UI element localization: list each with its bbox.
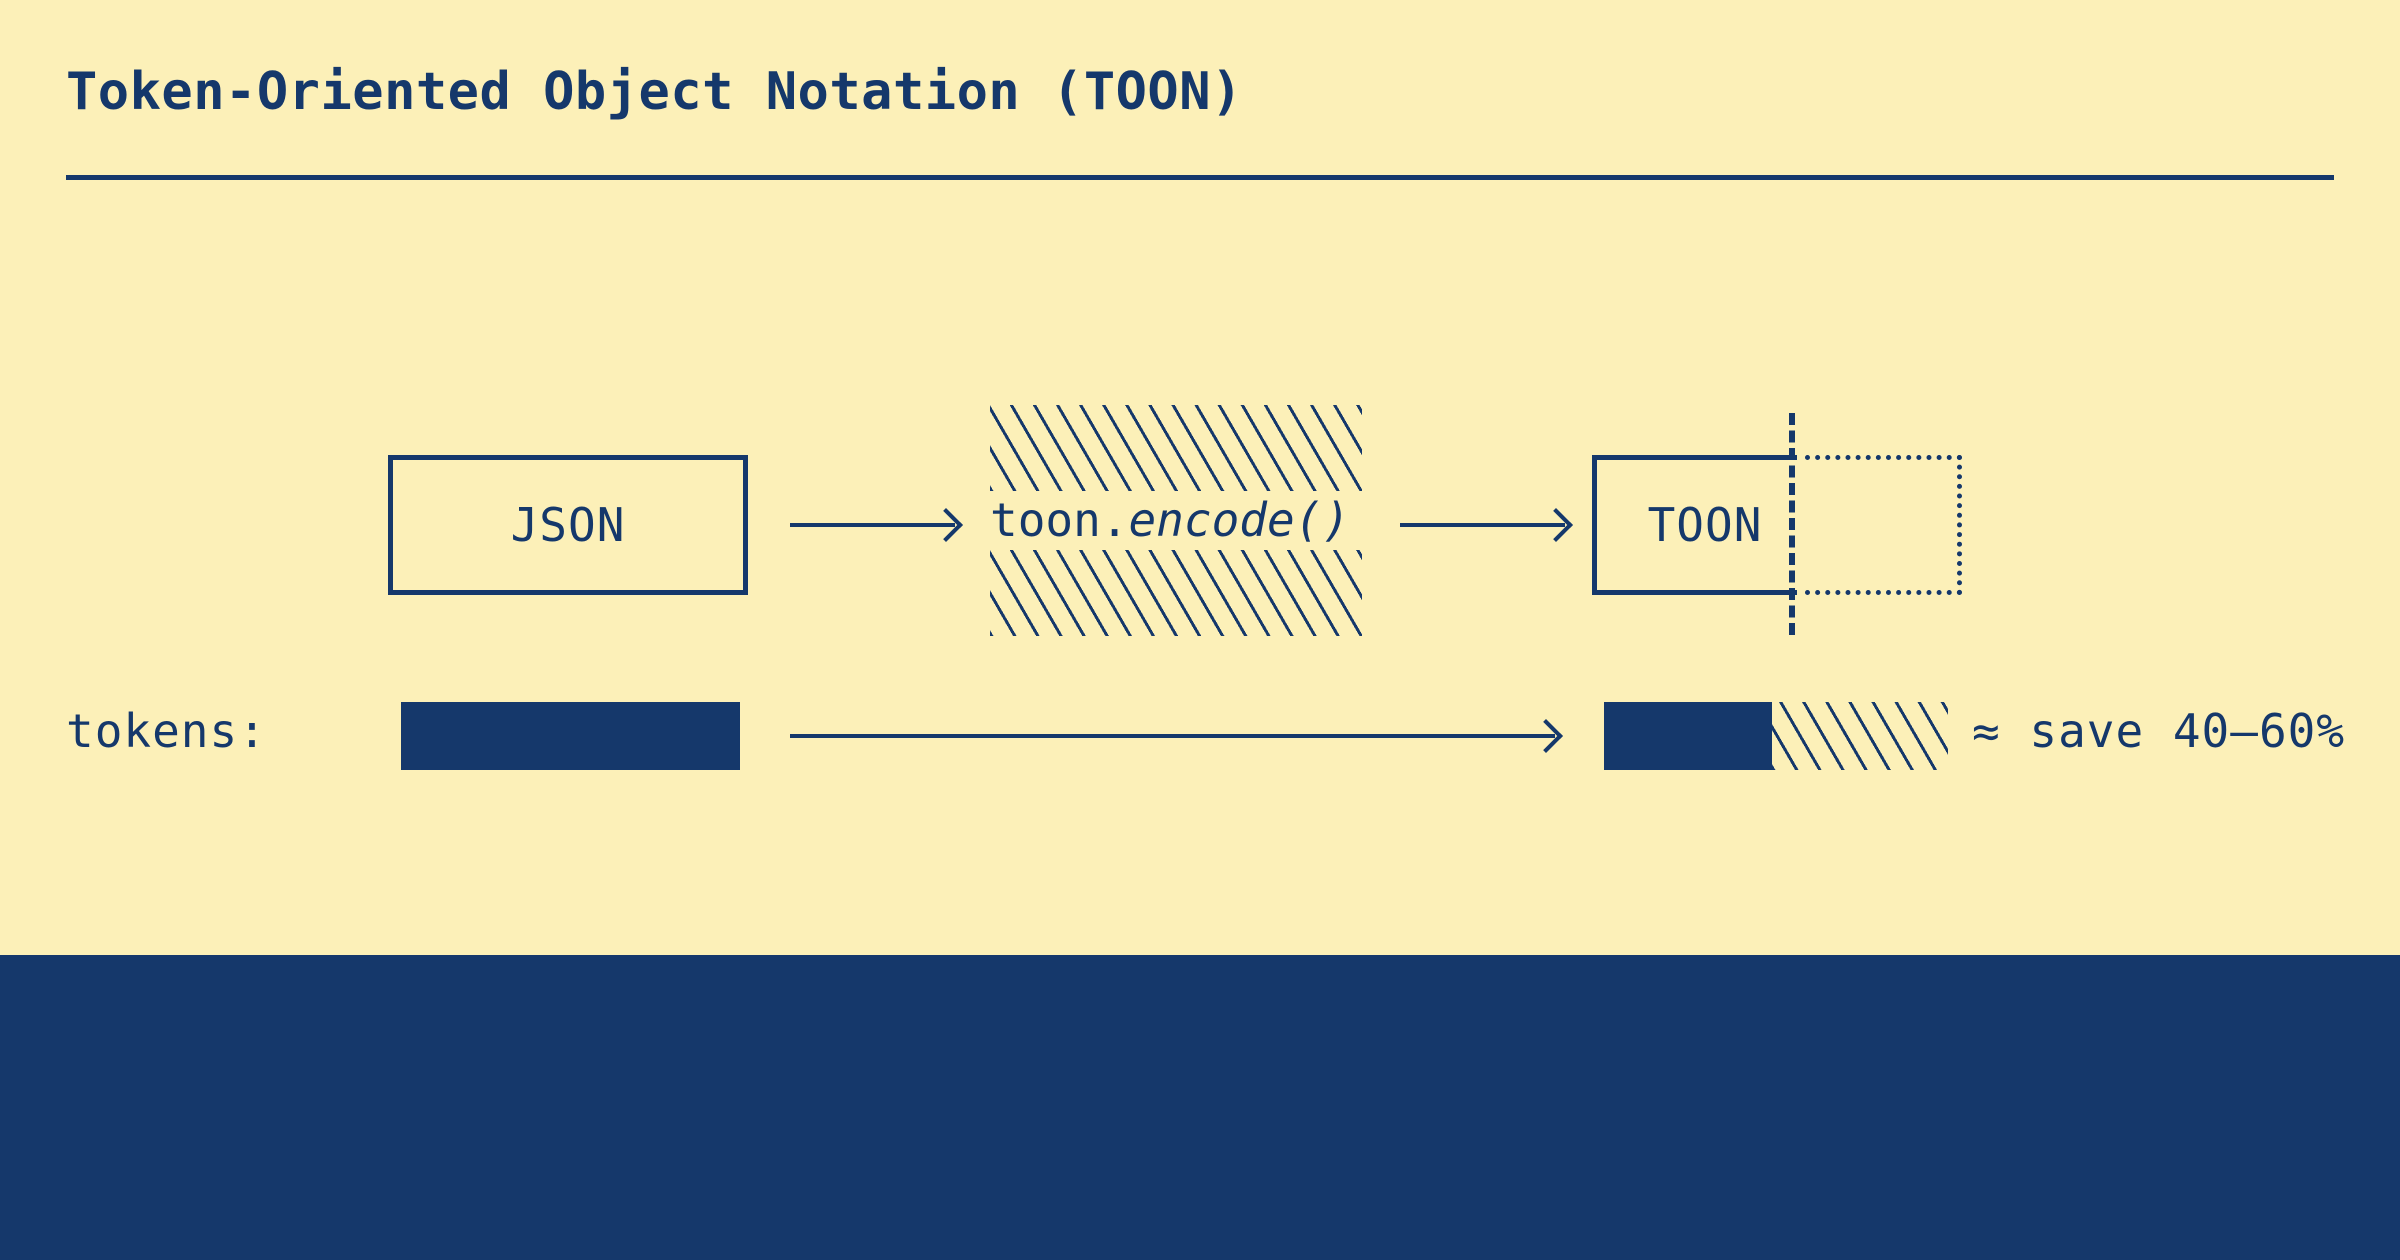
hatch-band-top	[990, 405, 1362, 491]
bar-toon-used	[1604, 702, 1772, 770]
bar-toon-saved	[1772, 702, 1948, 770]
toon-target-group: TOON	[1592, 413, 1962, 635]
hatch-band-bottom	[990, 550, 1362, 636]
page-title: Token-Oriented Object Notation (TOON)	[66, 62, 1243, 122]
arrow-encode-to-toon-icon	[1400, 523, 1565, 527]
title-divider	[66, 175, 2334, 180]
encode-prefix: toon.	[990, 493, 1129, 547]
encode-transform-group: toon.encode()	[990, 400, 1362, 640]
toon-divider-line	[1789, 413, 1795, 635]
tokens-row-label: tokens:	[66, 704, 267, 758]
bar-toon-tokens-group	[1604, 702, 1948, 770]
json-source-label: JSON	[510, 498, 626, 552]
json-source-box: JSON	[388, 455, 748, 595]
arrow-json-to-encode-icon	[790, 523, 955, 527]
diagram-panel: Token-Oriented Object Notation (TOON) JS…	[0, 0, 2400, 955]
toon-target-label: TOON	[1647, 498, 1763, 552]
savings-note: ≈ save 40–60%	[1972, 704, 2346, 758]
arrow-tokens-comparison-icon	[790, 734, 1555, 738]
encode-label: toon.encode()	[990, 490, 1362, 550]
toon-target-box: TOON	[1592, 455, 1797, 595]
encode-call: encode()	[1128, 493, 1351, 547]
bar-json-tokens	[401, 702, 740, 770]
toon-saved-space-box	[1805, 455, 1962, 595]
sample-panel: sample: JSON → { "tags": ["jazz", "chill…	[0, 955, 2400, 1260]
